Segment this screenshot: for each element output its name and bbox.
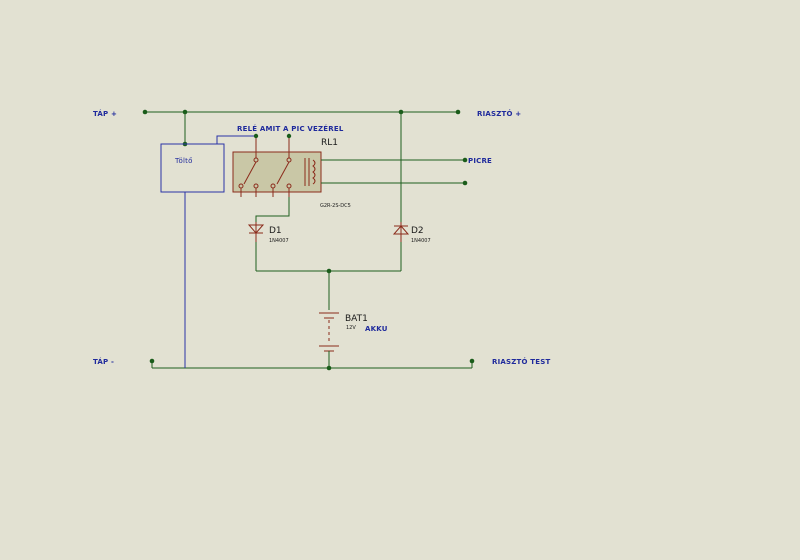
akku-label: AKKU [365, 325, 388, 333]
tap-plus-label: TÁP + [93, 109, 117, 118]
bottom-ground-rail [149, 358, 475, 371]
charger-label: Töltő [174, 156, 193, 165]
relay-ref: RL1 [321, 138, 338, 148]
diode-d2 [392, 112, 410, 271]
top-power-rail [142, 109, 461, 115]
diode-d1 [247, 222, 265, 271]
battery-bat1 [319, 312, 339, 368]
battery-ref: BAT1 [345, 314, 368, 324]
pic-wires [321, 157, 468, 186]
rele-note-label: RELÉ AMIT A PIC VEZÉREL [237, 124, 344, 133]
charger-block [160, 112, 256, 368]
diode-junction [256, 268, 401, 310]
d2-ref: D2 [411, 226, 424, 236]
riaszto-plus-label: RIASZTÓ + [477, 109, 521, 118]
d1-value: 1N4007 [269, 238, 289, 244]
battery-value: 12V [346, 325, 356, 331]
tap-minus-label: TÁP - [93, 357, 114, 366]
relay-to-d1-wire [255, 197, 290, 226]
relay-value: G2R-2S-DC5 [320, 203, 351, 209]
d1-ref: D1 [269, 226, 282, 236]
picre-label: PICRE [468, 157, 492, 165]
relay-rl1 [232, 133, 322, 197]
riaszto-test-label: RIASZTÓ TEST [492, 357, 550, 366]
d2-value: 1N4007 [411, 238, 431, 244]
